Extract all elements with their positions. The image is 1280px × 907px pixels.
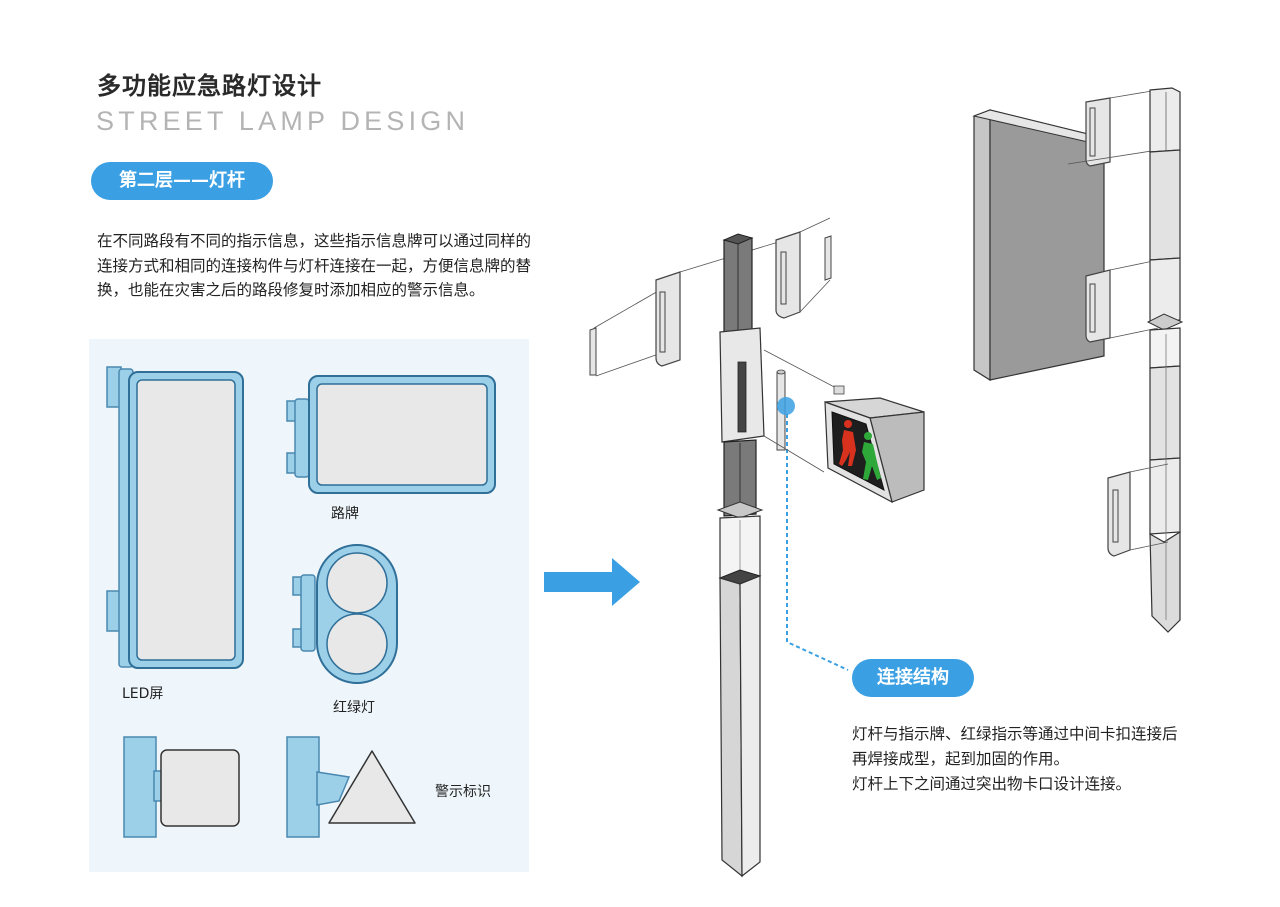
traffic-light-sign bbox=[292, 544, 398, 684]
led-screen-label: LED屏 bbox=[122, 686, 164, 702]
pole-top-segment bbox=[722, 233, 754, 335]
upper-right-bracket bbox=[775, 217, 832, 319]
red-pedestrian-icon bbox=[839, 420, 856, 466]
lower-clip bbox=[1085, 259, 1159, 343]
connector-highlight bbox=[777, 397, 795, 415]
pole-lower-segment bbox=[718, 569, 762, 878]
warning-sign-square bbox=[123, 736, 240, 838]
connector-leader-line bbox=[786, 414, 849, 671]
connection-line: 再焊接成型，起到加固的作用。 bbox=[852, 750, 1070, 768]
layer-badge: 第二层——灯杆 bbox=[91, 162, 273, 200]
large-sign-panel bbox=[972, 109, 1105, 382]
connection-line: 灯杆上下之间通过突出物卡口设计连接。 bbox=[852, 775, 1132, 793]
left-bracket bbox=[655, 239, 786, 367]
sign-types-diagram bbox=[106, 366, 496, 838]
pedestrian-signal-box bbox=[763, 385, 925, 504]
pole-collar bbox=[719, 327, 841, 443]
left-rod bbox=[589, 289, 671, 377]
sign-types-panel bbox=[89, 339, 529, 872]
led-screen-sign bbox=[106, 366, 244, 669]
pole-middle-segment bbox=[716, 439, 764, 519]
traffic-light-label: 红绿灯 bbox=[333, 700, 375, 716]
page-subtitle: STREET LAMP DESIGN bbox=[96, 106, 470, 136]
exploded-pole bbox=[1146, 87, 1184, 633]
warning-sign-label: 警示标识 bbox=[435, 784, 491, 800]
connection-description: 灯杆与指示牌、红绿指示等通过中间卡扣连接后 再焊接成型，起到加固的作用。 灯杆上… bbox=[852, 722, 1232, 797]
page-title: 多功能应急路灯设计 bbox=[97, 72, 322, 100]
arrow-right-icon bbox=[544, 558, 640, 606]
road-sign bbox=[286, 375, 496, 494]
connection-badge: 连接结构 bbox=[852, 659, 974, 697]
exploded-view-illustration bbox=[972, 87, 1184, 633]
green-pedestrian-icon bbox=[862, 432, 881, 480]
warning-sign-triangle bbox=[286, 736, 416, 838]
side-clip bbox=[1107, 463, 1169, 557]
lamp-pole-illustration bbox=[589, 217, 925, 878]
pole-glass-segment bbox=[719, 515, 761, 579]
road-sign-label: 路牌 bbox=[331, 506, 359, 522]
description-text: 在不同路段有不同的指示信息，这些指示信息牌可以通过同样的连接方式和相同的连接构件… bbox=[97, 232, 532, 299]
upper-clip bbox=[1067, 89, 1159, 167]
connection-line: 灯杆与指示牌、红绿指示等通过中间卡扣连接后 bbox=[852, 725, 1178, 743]
